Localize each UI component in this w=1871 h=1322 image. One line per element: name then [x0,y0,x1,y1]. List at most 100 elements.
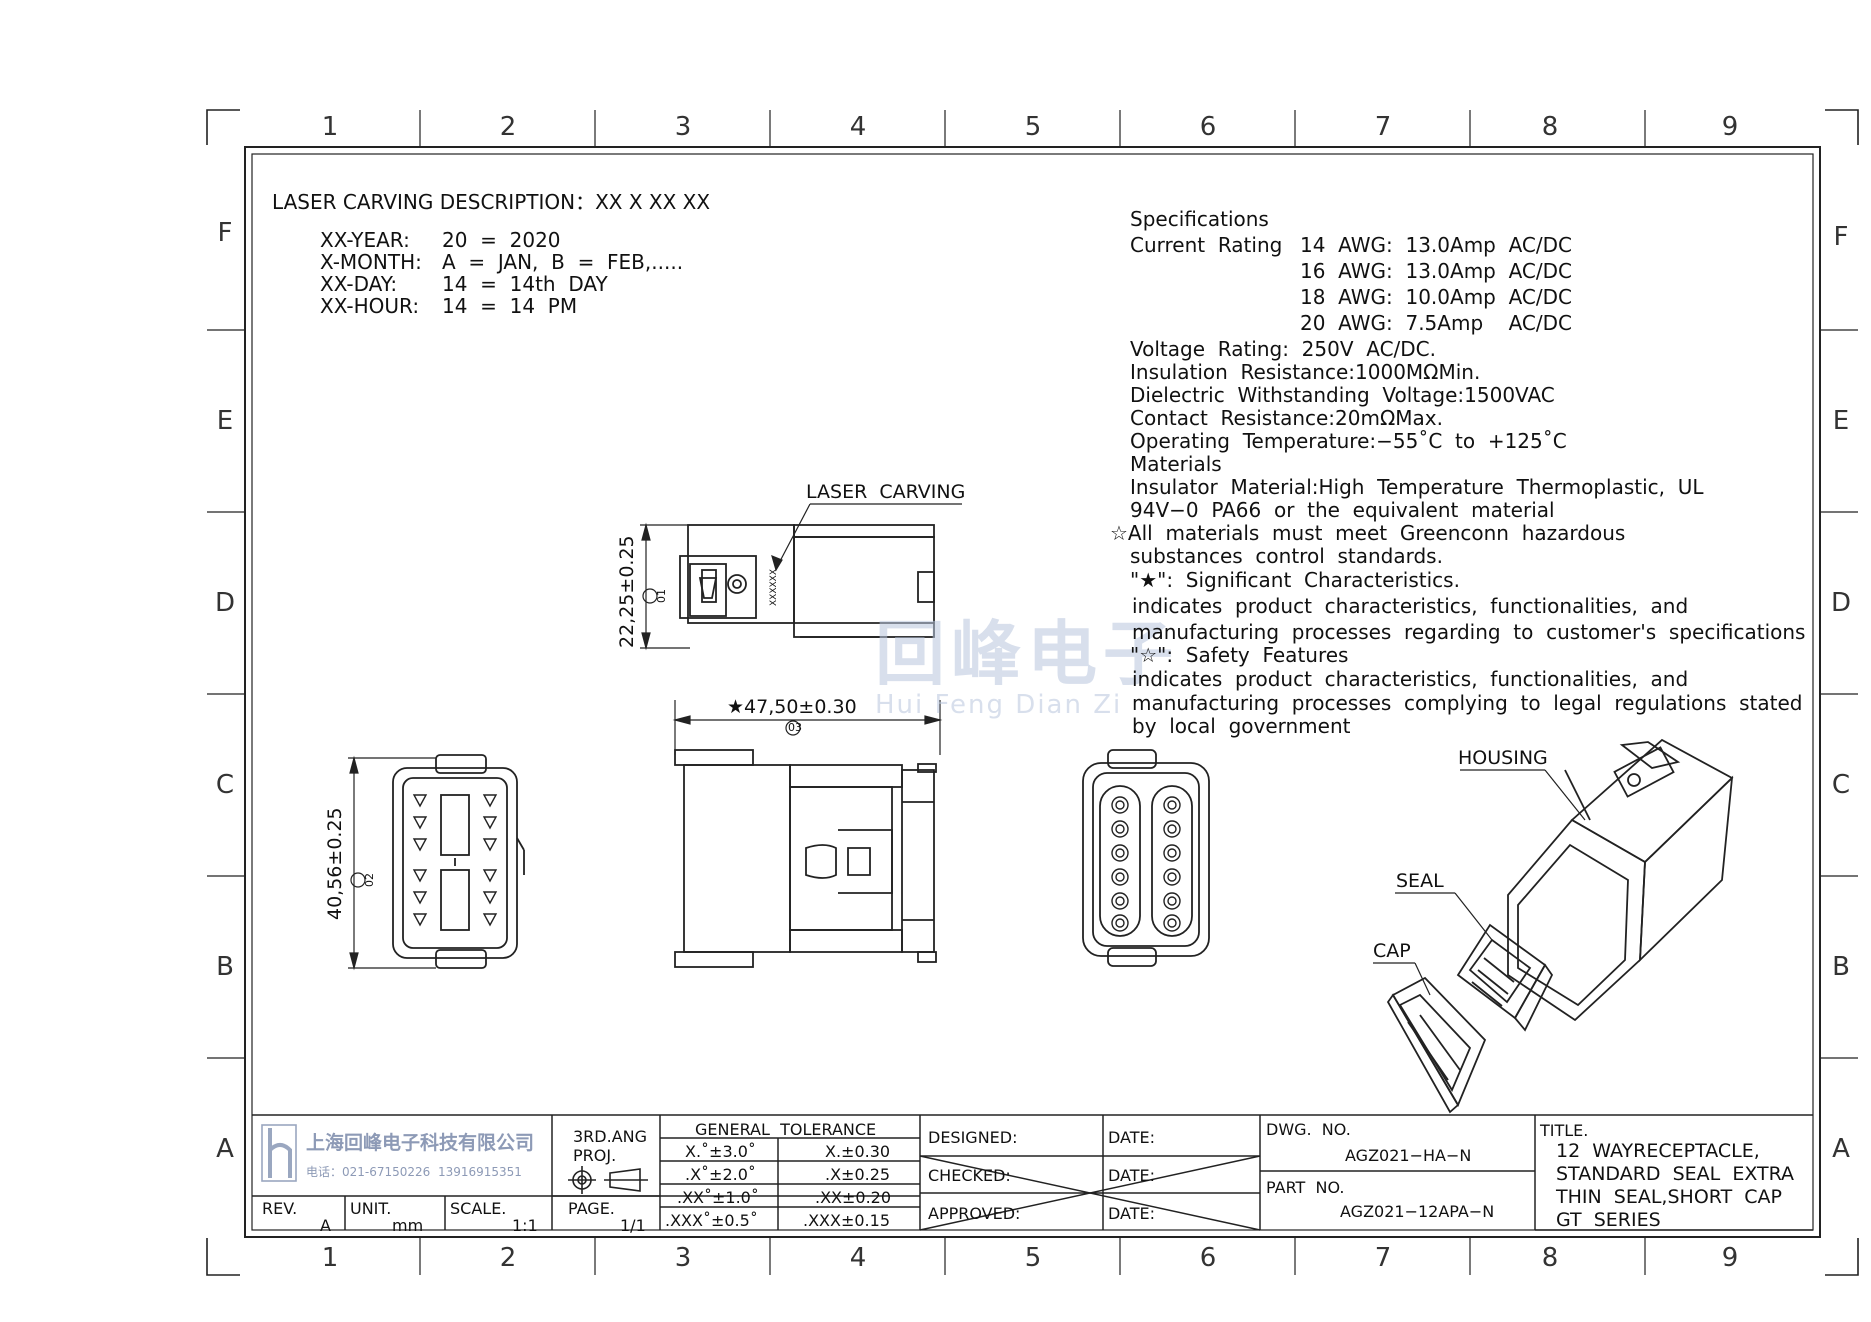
top-view [674,749,937,968]
watermark-pinyin: Hui Feng Dian Zi [875,690,1123,720]
spec-contact: Contact Resistance:20mΩMax. [1130,406,1443,430]
side-view [679,524,935,638]
tolerance-title: GENERAL TOLERANCE [695,1120,877,1139]
checked-label: CHECKED: [928,1166,1011,1185]
spec-current-18awg: 18 AWG: 10.0Amp AC/DC [1300,285,1572,309]
zone-row-e: E [216,406,234,436]
dwg-no-label: DWG. NO. [1266,1120,1351,1139]
spec-insulator: Insulator Material:High Temperature Ther… [1130,475,1704,499]
zone-row-d: D [214,588,236,618]
rear-view [1082,749,1210,967]
zone-col-6: 6 [1199,112,1217,142]
isometric-seal [1456,923,1554,1032]
tol-ang-3: .XXX˚±0.5˚ [665,1211,758,1230]
page-label: PAGE. [568,1199,615,1218]
spec-significant-desc: indicates product characteristics, funct… [1132,594,1689,618]
laser-val-hour: 14 = 14 PM [442,294,578,318]
title-label: TITLE. [1540,1121,1589,1140]
laser-key-month: X-MONTH: [320,250,422,274]
title-line-2: STANDARD SEAL EXTRA [1556,1163,1795,1185]
watermark-cn: 回峰电子 [875,613,1179,695]
zone-row-e-right: E [1832,406,1850,436]
width-dimension-tag: 02 [363,873,376,887]
company-name-cn: 上海回峰电子科技有限公司 [306,1132,535,1154]
zone-col-6-bottom: 6 [1199,1243,1217,1273]
laser-val-year: 20 = 2020 [442,228,561,252]
rev-value: A [320,1216,331,1235]
zone-row-c-right: C [1831,770,1851,800]
unit-label: UNIT. [350,1199,392,1218]
zone-col-7-bottom: 7 [1374,1243,1392,1273]
length-dimension-tag: 03 [788,721,802,734]
laser-key-year: XX-YEAR: [320,228,410,252]
spec-current-20awg: 20 AWG: 7.5Amp AC/DC [1300,311,1572,335]
zone-row-a-right: A [1832,1134,1850,1164]
spec-safety: "☆": Safety Features [1130,643,1349,667]
zone-col-2-bottom: 2 [499,1243,517,1273]
part-no-label: PART NO. [1266,1178,1345,1197]
laser-val-month: A = JAN, B = FEB,..... [442,250,684,274]
title-line-4: GT SERIES [1556,1209,1661,1231]
spec-safety-desc-3: by local government [1132,714,1351,738]
zone-col-1: 1 [321,112,339,142]
width-dimension: 40,56±0.25 [324,807,346,920]
tol-ang-2: .XX˚±1.0˚ [677,1188,759,1207]
zone-col-8: 8 [1541,112,1559,142]
tol-lin-1: .X±0.25 [825,1165,891,1184]
zone-col-3-bottom: 3 [674,1243,692,1273]
zone-row-c: C [215,770,235,800]
laser-key-day: XX-DAY: [320,272,398,296]
spec-voltage: Voltage Rating: 250V AC/DC. [1130,337,1436,361]
page-value: 1/1 [620,1216,646,1235]
zone-col-2: 2 [499,112,517,142]
spec-materials: Materials [1130,452,1222,476]
tol-lin-0: X.±0.30 [825,1142,891,1161]
rev-label: REV. [262,1199,298,1218]
date-label-designed: DATE: [1108,1128,1156,1147]
spec-safety-desc-2: manufacturing processes complying to leg… [1132,691,1803,715]
zone-row-b-right: B [1832,952,1850,982]
spec-hazard-cont: substances control standards. [1130,544,1443,568]
spec-current-14awg: 14 AWG: 13.0Amp AC/DC [1300,233,1572,257]
laser-val-day: 14 = 14th DAY [442,272,608,296]
laser-carving-callout: LASER CARVING [806,481,966,503]
laser-key-hour: XX-HOUR: [320,294,420,318]
length-dimension: ★47,50±0.30 [727,696,857,718]
date-label-approved: DATE: [1108,1204,1156,1223]
front-view-terminals [412,794,498,927]
zone-row-a: A [216,1134,234,1164]
spec-dielectric: Dielectric Withstanding Voltage:1500VAC [1130,383,1555,407]
zone-col-5: 5 [1024,112,1042,142]
spec-significant-desc-2: manufacturing processes regarding to cus… [1132,620,1806,644]
rear-view-cavities [1111,796,1181,932]
zone-col-4-bottom: 4 [849,1243,867,1273]
scale-value: 1:1 [512,1216,538,1235]
tol-ang-1: .X˚±2.0˚ [685,1165,756,1184]
zone-col-5-bottom: 5 [1024,1243,1042,1273]
tol-ang-0: X.˚±3.0˚ [685,1142,756,1161]
projection-label-2: PROJ. [573,1146,617,1165]
isometric-cap [1386,976,1487,1114]
front-view [392,754,525,969]
laser-carving-heading: LASER CARVING DESCRIPTION：XX X XX XX [272,190,711,214]
height-dimension: 22,25±0.25 [616,535,638,648]
date-label-checked: DATE: [1108,1166,1156,1185]
spec-safety-desc: indicates product characteristics, funct… [1132,667,1689,691]
unit-value: mm [392,1216,424,1235]
tol-lin-2: .XX±0.20 [815,1188,892,1207]
spec-hazard: ☆All materials must meet Greenconn hazar… [1110,521,1626,545]
approved-label: APPROVED: [928,1204,1021,1223]
part-no-value: AGZ021−12APA−N [1340,1202,1495,1221]
spec-significant: "★": Significant Characteristics. [1130,568,1460,592]
scale-label: SCALE. [450,1199,507,1218]
tol-lin-3: .XXX±0.15 [803,1211,890,1230]
title-line-3: THIN SEAL,SHORT CAP [1556,1186,1783,1208]
spec-temperature: Operating Temperature:−55˚C to +125˚C [1130,429,1567,453]
housing-callout: HOUSING [1458,747,1548,769]
spec-title: Specifications [1130,207,1269,231]
corner-mark-bl [206,1238,240,1276]
title-line-1: 12 WAYRECEPTACLE, [1556,1140,1760,1162]
zone-col-9: 9 [1721,112,1739,142]
dwg-no-value: AGZ021−HA−N [1345,1146,1472,1165]
